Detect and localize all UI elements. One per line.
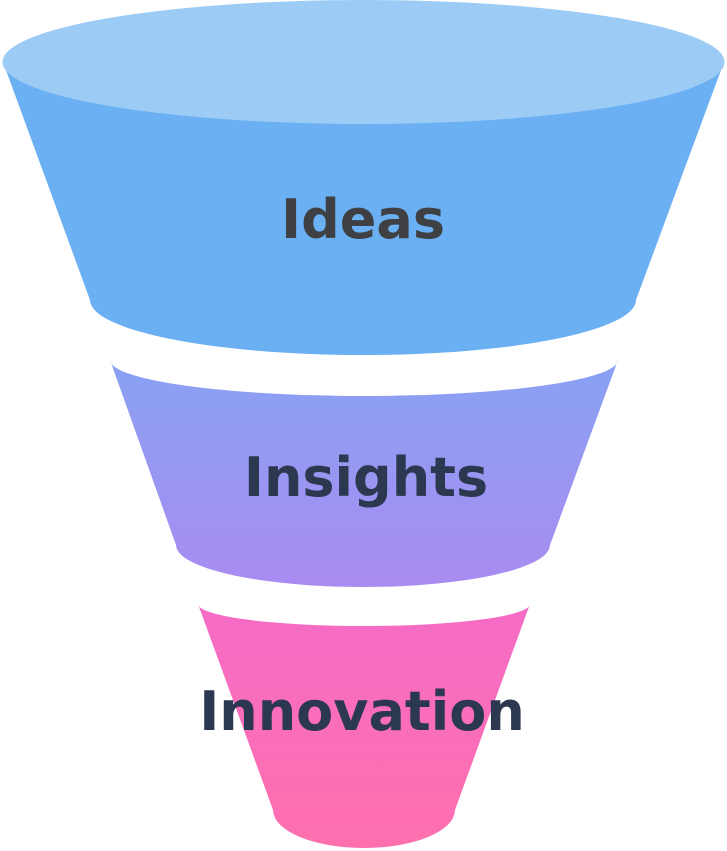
funnel-stage-insights-label: Insights [244, 446, 488, 509]
funnel-stage-innovation-label: Innovation [199, 680, 525, 743]
funnel-stage-ideas-body [3, 62, 724, 355]
funnel-stage-ideas-top [2, 0, 725, 124]
funnel-stage-innovation-body [198, 604, 530, 848]
funnel-stage-insights: Insights [110, 360, 618, 587]
funnel-stage-innovation: Innovation [198, 604, 530, 848]
funnel-stage-insights-body [110, 360, 618, 587]
funnel-stage-ideas: Ideas [2, 0, 725, 355]
funnel-stage-ideas-label: Ideas [281, 188, 445, 251]
